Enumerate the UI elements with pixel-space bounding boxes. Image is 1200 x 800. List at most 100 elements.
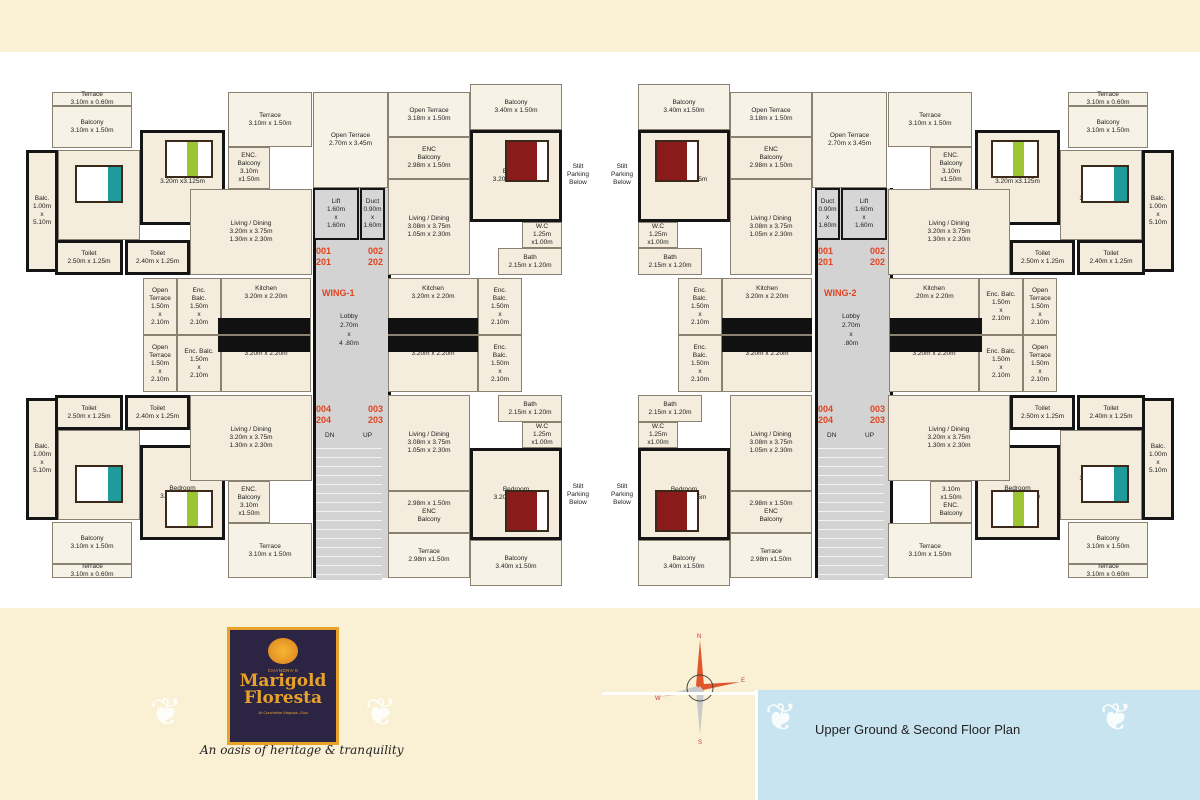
kitchen-counter [218, 336, 310, 352]
plan-title-box [757, 690, 1200, 800]
room-open-terrace: Open Terrace 3.18m x 1.50m [388, 92, 470, 137]
room-terrace-small: Terrace 3.10m x 0.60m [1068, 91, 1148, 106]
room-enc-balc: Enc. Balc. 1.50m x 2.10m [177, 278, 221, 335]
room-toilet2: Toilet 2.40m x 1.25m [125, 240, 190, 275]
room-open-terrace-s: Open Terrace 1.50m x 2.10m [143, 278, 177, 335]
room-balcony2: Balcony 3.40m x1.50m [470, 540, 562, 586]
unit-number-2: 002 202 [368, 246, 384, 267]
logo-brand-prefix: CHANDRA'S [267, 668, 299, 673]
room-balcony2: Balcony 3.40m x 1.50m [470, 84, 562, 130]
room-toilet1: Toilet 2.40m x 1.25m [1077, 395, 1145, 430]
room-balcony: Balcony 3.10m x 1.50m [52, 522, 132, 564]
room-stilt: Stilt Parking Below [610, 163, 634, 186]
room-stilt: Stilt Parking Below [610, 483, 634, 506]
marigold-flower-icon [268, 638, 298, 664]
room-bath: Bath 2.15m x 1.20m [498, 248, 562, 275]
room-living2: Living / Dining 3.08m x 3.75m 1.05m x 2.… [388, 395, 470, 491]
bed-icon [1081, 465, 1129, 503]
room-enc-balc2: Enc. Balc. 1.50m x 2.10m [678, 278, 722, 335]
unit-number-4: 004 204 [316, 404, 332, 425]
ornament-icon: ❦ [150, 692, 182, 734]
room-bath: Bath 2.15m x 1.20m [638, 248, 702, 275]
room-stilt: Stilt Parking Below [566, 163, 590, 186]
room-balc-side: Balc. 1.00m x 5.10m [26, 398, 58, 520]
bed-icon [75, 465, 123, 503]
kitchen-counter [890, 318, 982, 334]
room-toilet2: Toilet 2.50m x 1.25m [1010, 240, 1075, 275]
marigold-floresta-logo: CHANDRA'S Marigold Floresta At Cunchelim… [227, 627, 339, 745]
room-terrace: Terrace 3.10m x 1.50m [228, 523, 312, 578]
kitchen-counter [722, 318, 812, 334]
room-enc-balcony2: ENC Balcony 2.98m x 1.50m [730, 137, 812, 179]
divider [755, 690, 758, 800]
room-enc-balc2: Enc. Balc. 1.50m x 2.10m [478, 278, 522, 335]
room-balcony2: Balcony 3.40m x1.50m [638, 84, 730, 130]
bed-icon [505, 490, 549, 532]
bed-icon [165, 490, 213, 528]
room-terrace-small: Terrace 3.10m x 0.60m [1068, 563, 1148, 578]
bed-icon [991, 490, 1039, 528]
lobby-label: Lobby 2.70m x .80m [841, 313, 861, 347]
room-living2: Living / Dining 3.08m x 3.75m 1.05m x 2.… [388, 179, 470, 275]
room-balcony2: Balcony 3.40m x1.50m [638, 540, 730, 586]
room-toilet1: Toilet 2.50m x 1.25m [55, 240, 123, 275]
bed-icon [75, 165, 123, 203]
room-enc-balcony: ENC. Balcony 3.10m x1.50m [228, 147, 270, 189]
bed-icon [1081, 165, 1129, 203]
room-balcony: Balcony 3.10m x 1.50m [1068, 106, 1148, 148]
room-toilet2: Toilet 2.40m x 1.25m [125, 395, 190, 430]
room-enc-balcony2: 2.98m x 1.50m ENC Balcony [388, 491, 470, 533]
room-bath: Bath 2.15m x 1.20m [638, 395, 702, 422]
room-open-terrace-s: Open Terrace 1.50m x 2.10m [143, 335, 177, 392]
room-terrace: Terrace 3.10m x 1.50m [228, 92, 312, 147]
unit-number-1: 001 201 [818, 246, 834, 267]
kitchen-counter [218, 318, 310, 334]
room-terrace: Terrace 3.10m x 1.50m [888, 523, 972, 578]
room-open-terrace-s: Open Terrace 1.50m x 2.10m [1023, 335, 1057, 392]
room-enc-balcony2: 2.98m x 1.50m ENC Balcony [730, 491, 812, 533]
room-lift: Lift 1.60m x 1.60m [841, 188, 887, 240]
stairs-down-label: DN [827, 432, 837, 439]
ornament-icon: ❦ [365, 692, 397, 734]
room-living2: Living / Dining 3.08m x 3.75m 1.05m x 2.… [730, 179, 812, 275]
divider [602, 692, 757, 695]
room-balcony: Balcony 3.10m x 1.50m [52, 106, 132, 148]
staircase [818, 440, 884, 580]
room-open-terrace-s: Open Terrace 1.50m x 2.10m [1023, 278, 1057, 335]
room-balc-side: Balc. 1.00m x 5.10m [26, 150, 58, 272]
bed-icon [505, 140, 549, 182]
room-terrace-small: Terrace 3.10m x 0.60m [52, 91, 132, 106]
compass-w: W [655, 696, 661, 702]
bed-icon [991, 140, 1039, 178]
room-living: Living / Dining 3.20m x 3.75m 1.30m x 2.… [888, 395, 1010, 481]
room-duct: Duct 0.90m x 1.60m [360, 188, 385, 240]
unit-number-3: 003 203 [368, 404, 384, 425]
ornament-icon: ❦ [1100, 697, 1132, 739]
logo-name-line1: Marigold [239, 671, 327, 691]
room-living: Living / Dining 3.20m x 3.75m 1.30m x 2.… [190, 189, 312, 275]
room-terrace-small: Terrace 3.10m x 0.60m [52, 563, 132, 578]
room-toilet1: Toilet 2.50m x 1.25m [55, 395, 123, 430]
bed-icon [165, 140, 213, 178]
kitchen-counter [388, 336, 478, 352]
staircase [316, 440, 382, 580]
room-living: Living / Dining 3.20m x 3.75m 1.30m x 2.… [888, 189, 1010, 275]
compass-e: E [741, 678, 745, 684]
bed-icon [655, 140, 699, 182]
room-toilet2: Toilet 2.50m x 1.25m [1010, 395, 1075, 430]
room-enc-balc2: Enc. Balc. 1.50m x 2.10m [478, 335, 522, 392]
room-balcony: Balcony 3.10m x 1.50m [1068, 522, 1148, 564]
stairs-up-label: UP [363, 432, 373, 439]
room-open-terrace: Terrace 2.98m x1.50m [730, 533, 812, 578]
room-living: Living / Dining 3.20m x 3.75m 1.30m x 2.… [190, 395, 312, 481]
room-duct: Duct 0.90m x 1.60m [815, 188, 840, 240]
room-living2: Living / Dining 3.08m x 3.75m 1.05m x 2.… [730, 395, 812, 491]
room-enc-balc2: Enc. Balc. 1.50m x 2.10m [678, 335, 722, 392]
room-enc-balc: Enc. Balc. 1.50m x 2.10m [979, 335, 1023, 392]
wing-label: WING-1 [322, 288, 355, 298]
unit-number-3: 003 203 [870, 404, 886, 425]
room-enc-balcony2: ENC Balcony 2.98m x 1.50m [388, 137, 470, 179]
compass-n: N [697, 634, 701, 640]
unit-number-1: 001 201 [316, 246, 332, 267]
